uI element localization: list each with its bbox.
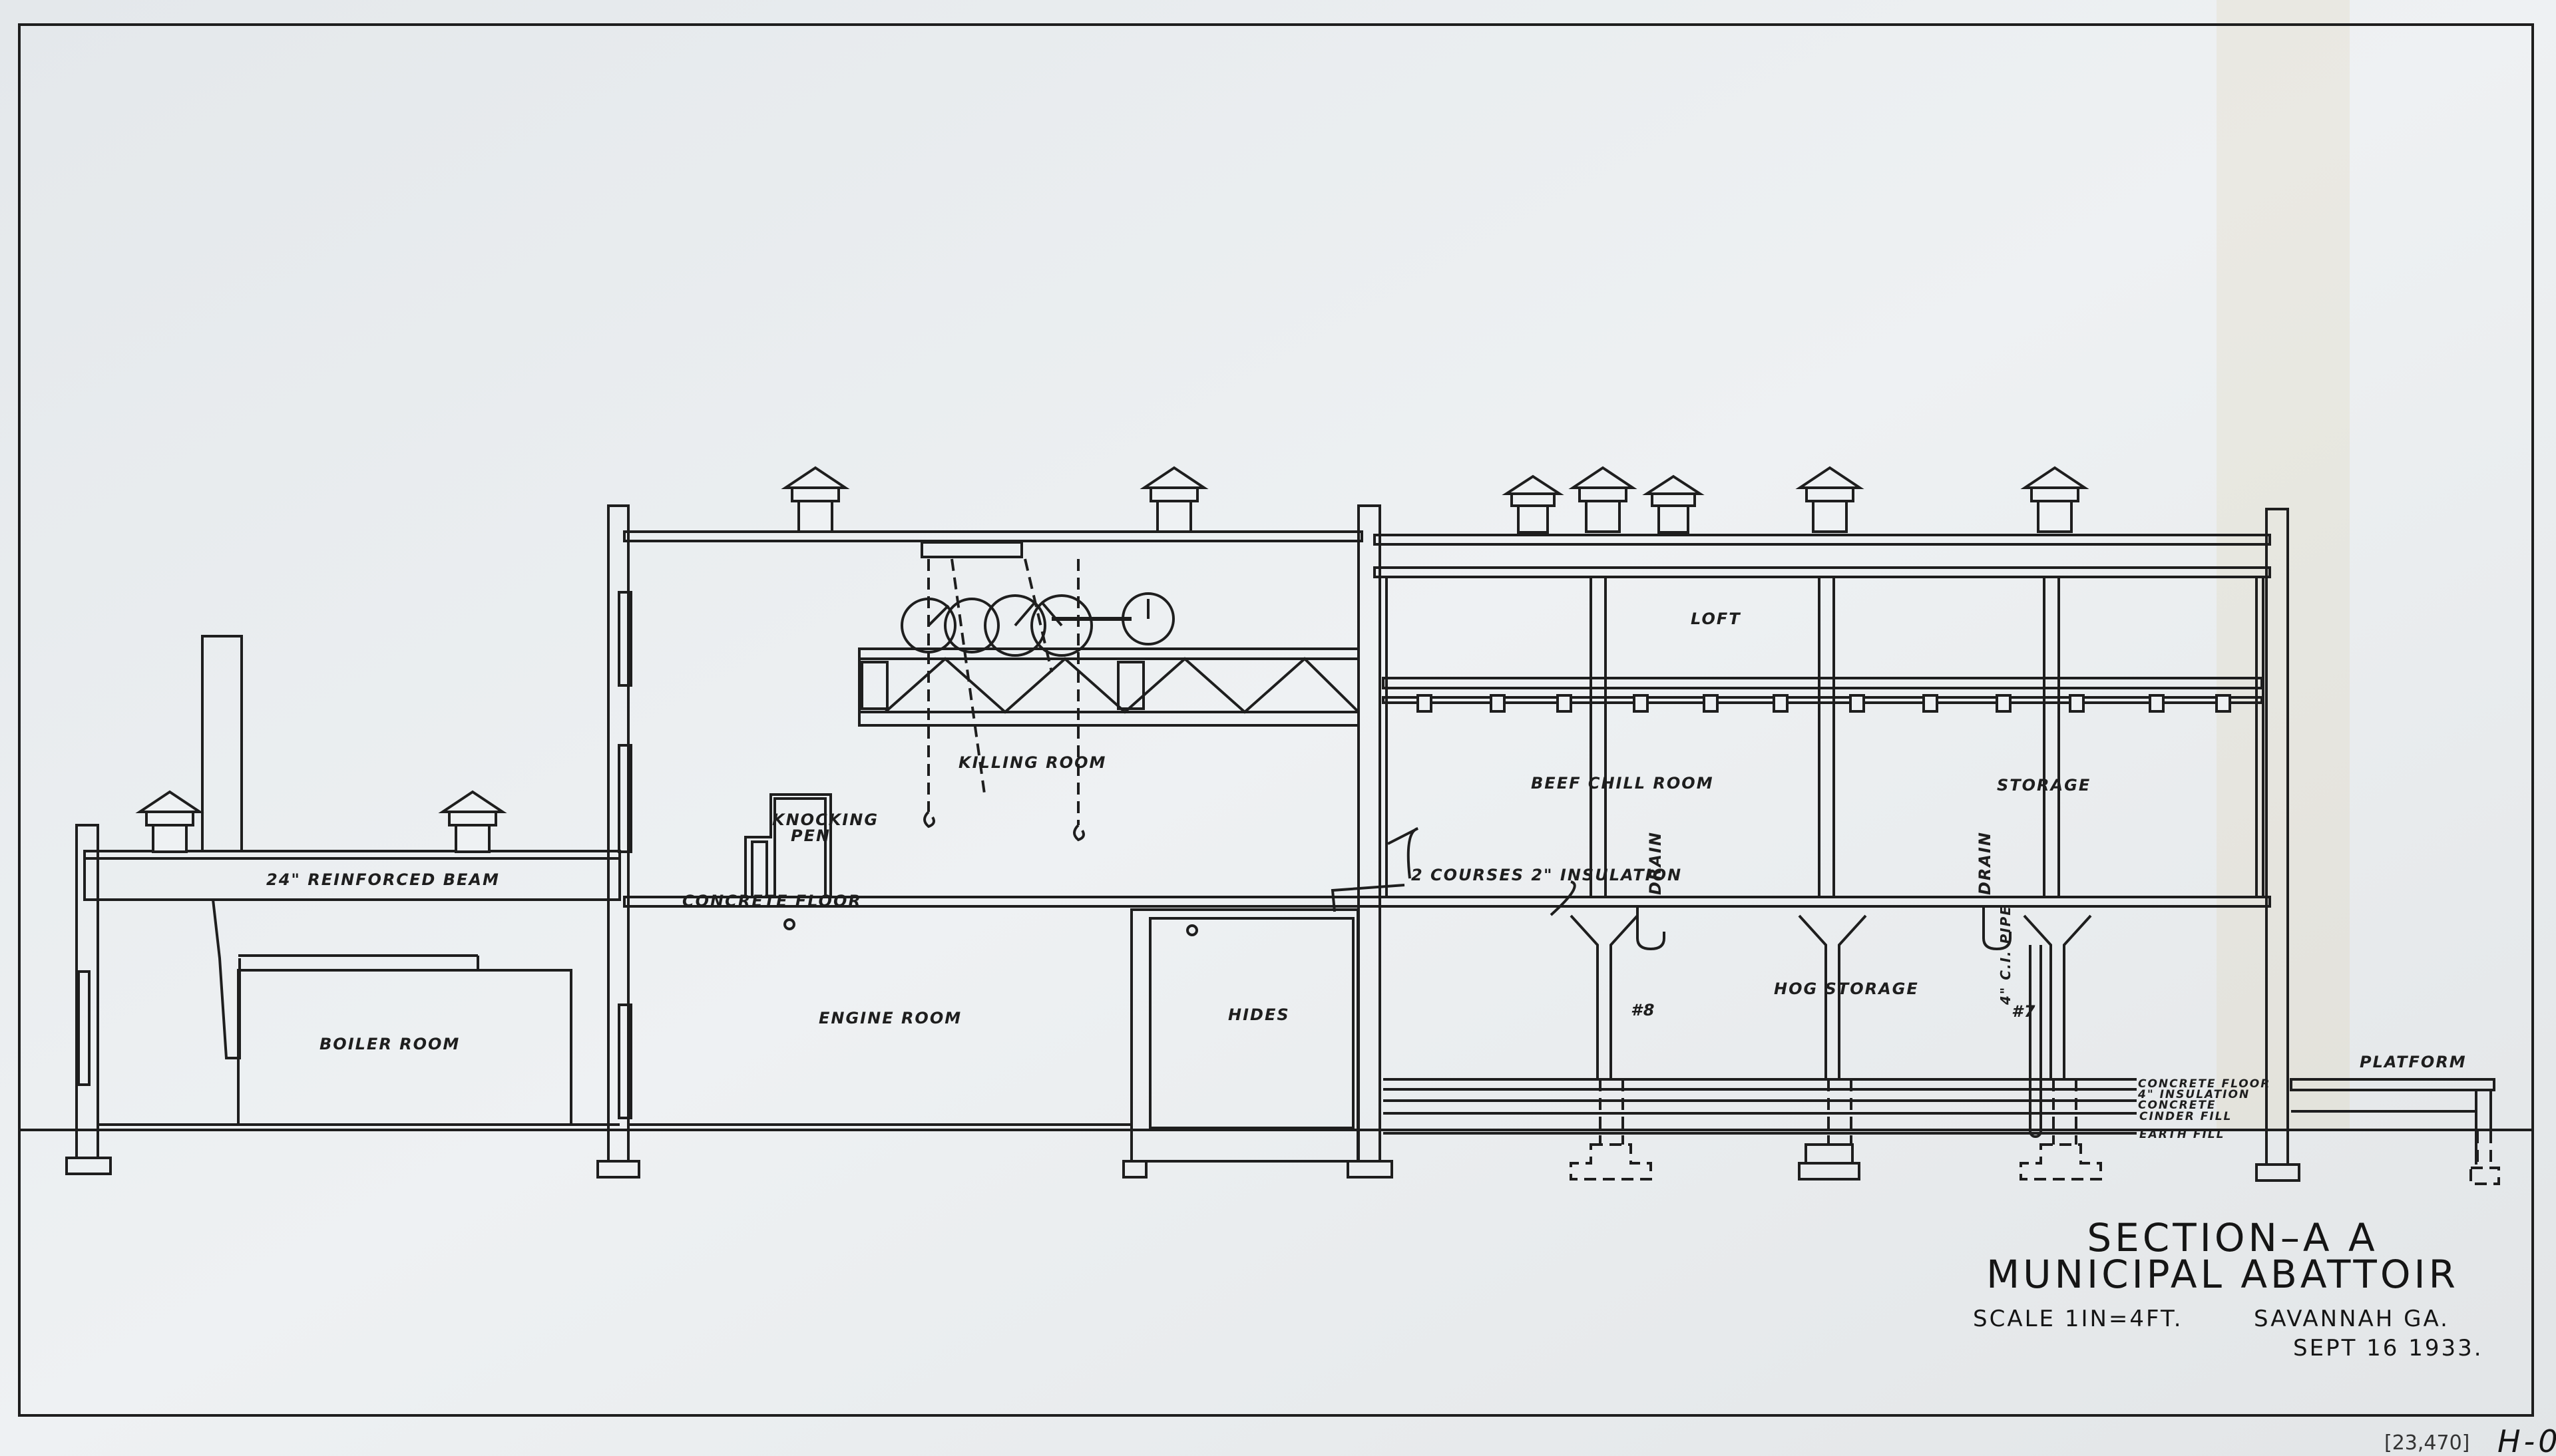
drawing-border (18, 23, 2534, 1417)
label-concrete-floor: CONCRETE FLOOR (682, 892, 862, 910)
sheet-id: H-0 (2497, 1423, 2556, 1456)
label-beef-chill-room: BEEF CHILL ROOM (1531, 774, 1714, 793)
platform (2290, 1078, 2495, 1091)
boiler-building (65, 635, 621, 1175)
insulation-leader (1331, 827, 1576, 916)
label-knocking: KNOCKING (772, 811, 879, 829)
label-hides: HIDES (1228, 1005, 1290, 1024)
label-killing-room: KILLING ROOM (958, 753, 1106, 772)
label-column-8: #8 (1631, 1001, 1655, 1019)
label-engine-room: ENGINE ROOM (819, 1009, 962, 1027)
drawing-title: MUNICIPAL ABATTOIR (1986, 1252, 2459, 1297)
label-layer-concrete: CONCRETE (2138, 1099, 2217, 1112)
label-insulation: 2 COURSES 2" INSULATION (1411, 866, 1682, 884)
label-pipe: 4" C.I. PIPE (1998, 905, 2014, 1005)
label-reinforced-beam: 24" REINFORCED BEAM (266, 870, 500, 889)
label-layer-insulation: 4" INSULATION (2137, 1088, 2250, 1101)
title-block: SECTION–A A MUNICIPAL ABATTOIR SCALE 1IN… (1973, 1215, 2556, 1456)
label-layer-cinder-fill: CINDER FILL (2139, 1110, 2232, 1123)
scale-note: SCALE 1IN=4FT. (1973, 1306, 2183, 1332)
hides-room (1130, 908, 1359, 1163)
roof-ventilators (135, 466, 2089, 853)
label-storage: STORAGE (1997, 776, 2091, 795)
label-layer-earth-fill: EARTH FILL (2139, 1128, 2225, 1141)
chimney (201, 635, 243, 852)
label-platform: PLATFORM (2360, 1053, 2467, 1071)
label-pen: PEN (791, 826, 831, 845)
label-hog-storage: HOG STORAGE (1774, 980, 1919, 998)
label-loft: LOFT (1691, 610, 1741, 628)
label-boiler-room: BOILER ROOM (320, 1035, 460, 1053)
location: SAVANNAH GA. (2254, 1306, 2450, 1332)
section-title: SECTION–A A (2087, 1215, 2378, 1260)
chill-building (1373, 508, 2500, 1185)
overhead-rail-platform (858, 541, 1360, 842)
label-drain-1: DRAIN (1646, 831, 1665, 895)
label-drain-2: DRAIN (1976, 831, 1994, 895)
catalog-number: [23,470] (2384, 1431, 2469, 1455)
water-stain (2217, 0, 2350, 1131)
main-building (596, 504, 2271, 1179)
label-layer-concrete-floor: CONCRETE FLOOR (2138, 1077, 2270, 1091)
drawing-date: SEPT 16 1933. (2293, 1335, 2483, 1362)
label-column-7: #7 (2012, 1002, 2036, 1021)
room-labels: 24" REINFORCED BEAM BOILER ROOM CONCRETE… (266, 610, 2467, 1141)
